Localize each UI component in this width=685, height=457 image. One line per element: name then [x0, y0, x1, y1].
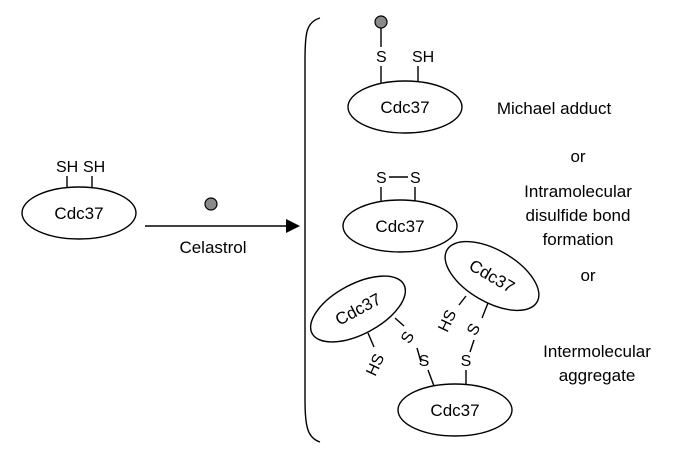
intramolecular-caption-line-1: Intramolecular	[524, 182, 632, 201]
aggregate-bottom-label: Cdc37	[430, 401, 479, 420]
aggregate-hs-left-bond	[367, 332, 375, 348]
aggregate-hs-right-bond	[458, 295, 467, 306]
aggregate-left-to-bottom-bond	[427, 369, 435, 387]
adduct-thioether-group: S	[376, 49, 387, 66]
or-separator-2: or	[580, 266, 595, 285]
product-intermolecular-aggregate: Cdc37 Cdc37 Cdc37 HS S S HS S S Intermol…	[309, 240, 651, 437]
reagent-label: Celastrol	[179, 238, 246, 257]
aggregate-s-left-2: S	[419, 353, 430, 370]
reaction-arrow-group: Celastrol	[145, 197, 300, 257]
product-bracket	[304, 17, 321, 443]
disulfide-cdc37-label: Cdc37	[375, 217, 424, 236]
aggregate-right-protein: Cdc37	[444, 240, 540, 312]
thiol-group-1: SH	[56, 159, 78, 176]
intermolecular-caption-line-2: aggregate	[559, 366, 636, 385]
adduct-cdc37-label: Cdc37	[380, 98, 429, 117]
disulfide-cdc37-ellipse	[342, 199, 458, 253]
aggregate-s-right-2: S	[461, 353, 472, 370]
aggregate-s-right-1: S	[464, 321, 484, 339]
adduct-thiol-group: SH	[412, 49, 434, 66]
michael-adduct-caption: Michael adduct	[497, 99, 612, 118]
aggregate-right-ss-bridge	[469, 339, 475, 353]
product-intramolecular-disulfide: S S Cdc37 Intramolecular disulfide bond …	[342, 170, 632, 253]
intramolecular-caption-line-2: disulfide bond	[526, 206, 631, 225]
aggregate-left-ellipse	[309, 275, 407, 343]
aggregate-left-ss-bridge	[416, 347, 422, 363]
intermolecular-caption-line-1: Intermolecular	[543, 342, 651, 361]
aggregate-right-s-bond	[481, 302, 489, 319]
or-separator-1: or	[570, 147, 585, 166]
aggregate-hs-right: HS	[436, 307, 461, 334]
aggregate-right-ellipse	[444, 240, 540, 312]
disulfide-s-left: S	[376, 170, 387, 187]
arrow-head-icon	[286, 219, 300, 233]
aggregate-left-s-bond	[394, 317, 405, 327]
disulfide-s-right: S	[410, 170, 421, 187]
aggregate-s-left-1: S	[398, 329, 418, 347]
aggregate-bottom-ellipse	[397, 383, 513, 437]
cdc37-label: Cdc37	[54, 204, 103, 223]
aggregate-left-protein: Cdc37	[309, 275, 407, 343]
starting-protein: SH SH Cdc37	[21, 159, 137, 240]
aggregate-hs-left: HS	[364, 351, 389, 378]
product-michael-adduct: S SH Cdc37 Michael adduct	[347, 15, 612, 134]
cdc37-ellipse	[21, 186, 137, 240]
bound-celastrol-ball-icon	[374, 15, 388, 29]
intramolecular-caption-line-3: formation	[543, 230, 614, 249]
thiol-group-2: SH	[83, 159, 105, 176]
adduct-cdc37-ellipse	[347, 80, 463, 134]
celastrol-ball-icon	[204, 197, 218, 211]
